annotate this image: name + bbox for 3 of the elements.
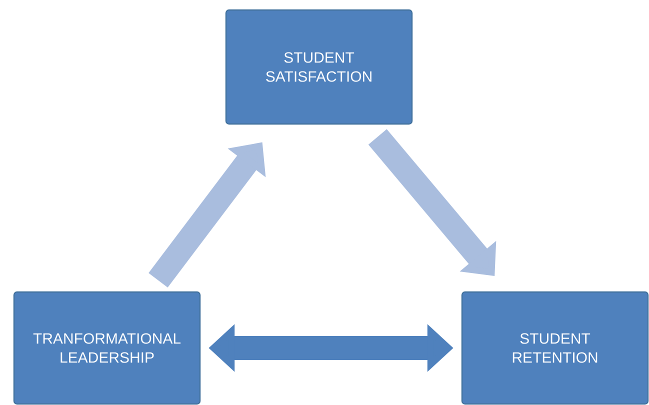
process-box: TRANFORMATIONAL LEADERSHIP bbox=[13, 291, 201, 405]
process-box: STUDENT RETENTION bbox=[461, 291, 649, 405]
process-box: STUDENT SATISFACTION bbox=[225, 9, 413, 125]
